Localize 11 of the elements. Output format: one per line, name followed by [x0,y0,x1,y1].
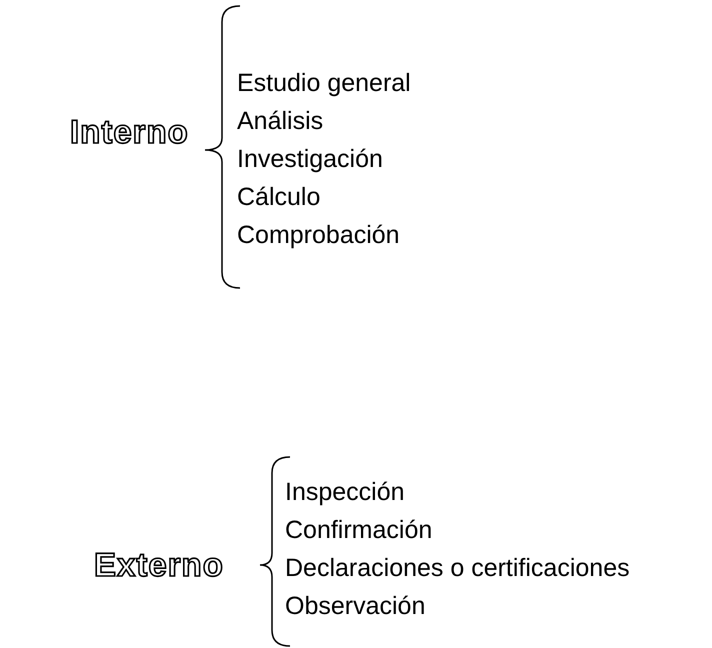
group-heading: Interno [70,112,189,152]
list-item: Confirmación [285,515,432,545]
list-item: Declaraciones o certificaciones [285,553,630,583]
list-item: Inspección [285,477,405,507]
list-item: Análisis [237,106,324,136]
list-item: Comprobación [237,220,400,250]
list-item: Cálculo [237,182,320,212]
list-item: Observación [285,591,426,621]
list-item: Investigación [237,144,383,174]
list-item: Estudio general [237,68,411,98]
group-heading: Externo [94,545,224,585]
